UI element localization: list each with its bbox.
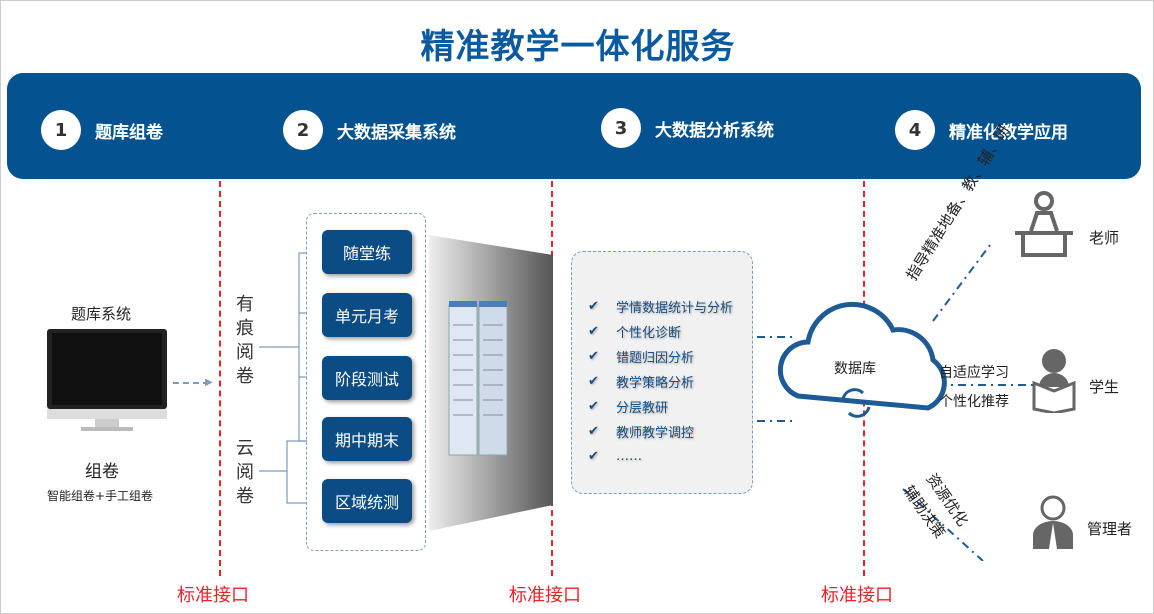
arrow-connector [173, 382, 209, 384]
student-link-top: 自适应学习 [939, 365, 1009, 381]
collect-box [306, 213, 426, 551]
analysis-box: ✔学情数据统计与分析 ✔个性化诊断 ✔错题归因分析 ✔教学策略分析 ✔分层教研 … [571, 251, 753, 494]
step-label: 大数据分析系统 [655, 120, 774, 141]
interface-label: 标准接口 [821, 585, 893, 606]
monitor-icon [47, 329, 167, 431]
steps-banner: 1 题库组卷 2 大数据采集系统 3 大数据分析系统 4 精准化教学应用 [7, 73, 1141, 179]
check-icon: ✔ [588, 424, 599, 439]
interface-label: 标准接口 [509, 585, 581, 606]
collect-item: 随堂练 [322, 230, 412, 274]
step-number: 4 [895, 110, 935, 150]
step-1: 1 题库组卷 [41, 110, 163, 150]
analysis-item: ✔…… [588, 449, 642, 464]
step-label: 题库组卷 [95, 122, 163, 143]
database-label: 数据库 [834, 361, 876, 377]
step-label: 大数据采集系统 [337, 122, 456, 143]
step-label: 精准化教学应用 [949, 122, 1068, 143]
analysis-item: ✔教学策略分析 [588, 374, 695, 391]
traced-marking-label: 有痕阅卷 [236, 294, 254, 387]
collect-item: 阶段测试 [322, 356, 412, 400]
analysis-item: ✔分层教研 [588, 399, 669, 416]
connector-lines [757, 240, 1053, 561]
teacher-icon [1015, 191, 1073, 257]
compose-subtitle: 智能组卷+手工组卷 [47, 489, 154, 503]
check-icon: ✔ [588, 449, 599, 464]
check-icon: ✔ [588, 299, 599, 314]
collect-item: 单元月考 [322, 293, 412, 337]
step-3: 3 大数据分析系统 [601, 108, 774, 148]
arrow-head-icon: ▶ [205, 377, 213, 388]
analysis-item: ✔个性化诊断 [588, 324, 682, 341]
step-number: 2 [283, 110, 323, 150]
analysis-item: ✔教师教学调控 [588, 424, 695, 441]
compose-label: 组卷 [85, 462, 119, 482]
student-link-bottom: 个性化推荐 [939, 394, 1009, 410]
cloud-marking-label: 云阅卷 [236, 438, 254, 507]
check-icon: ✔ [588, 399, 599, 414]
manager-label: 管理者 [1087, 520, 1133, 538]
interface-label: 标准接口 [177, 585, 249, 606]
collect-item: 期中期末 [322, 417, 412, 461]
check-icon: ✔ [588, 349, 599, 364]
check-icon: ✔ [588, 324, 599, 339]
student-label: 学生 [1089, 378, 1120, 396]
step-number: 3 [601, 108, 641, 148]
manager-icon [1033, 495, 1073, 549]
bracket-lines [259, 252, 307, 504]
analysis-item: ✔错题归因分析 [588, 349, 695, 366]
check-icon: ✔ [588, 374, 599, 389]
page-title: 精准教学一体化服务 [420, 27, 736, 67]
analysis-item: ✔学情数据统计与分析 [588, 299, 734, 316]
server-icon [429, 235, 553, 531]
step-4: 4 精准化教学应用 [895, 110, 1068, 150]
collect-item: 区域统测 [322, 479, 412, 523]
step-number: 1 [41, 110, 81, 150]
student-icon [1032, 349, 1076, 413]
teacher-label: 老师 [1089, 229, 1120, 247]
question-bank-label: 题库系统 [71, 305, 132, 323]
interface-divider [219, 181, 221, 576]
step-2: 2 大数据采集系统 [283, 110, 456, 150]
